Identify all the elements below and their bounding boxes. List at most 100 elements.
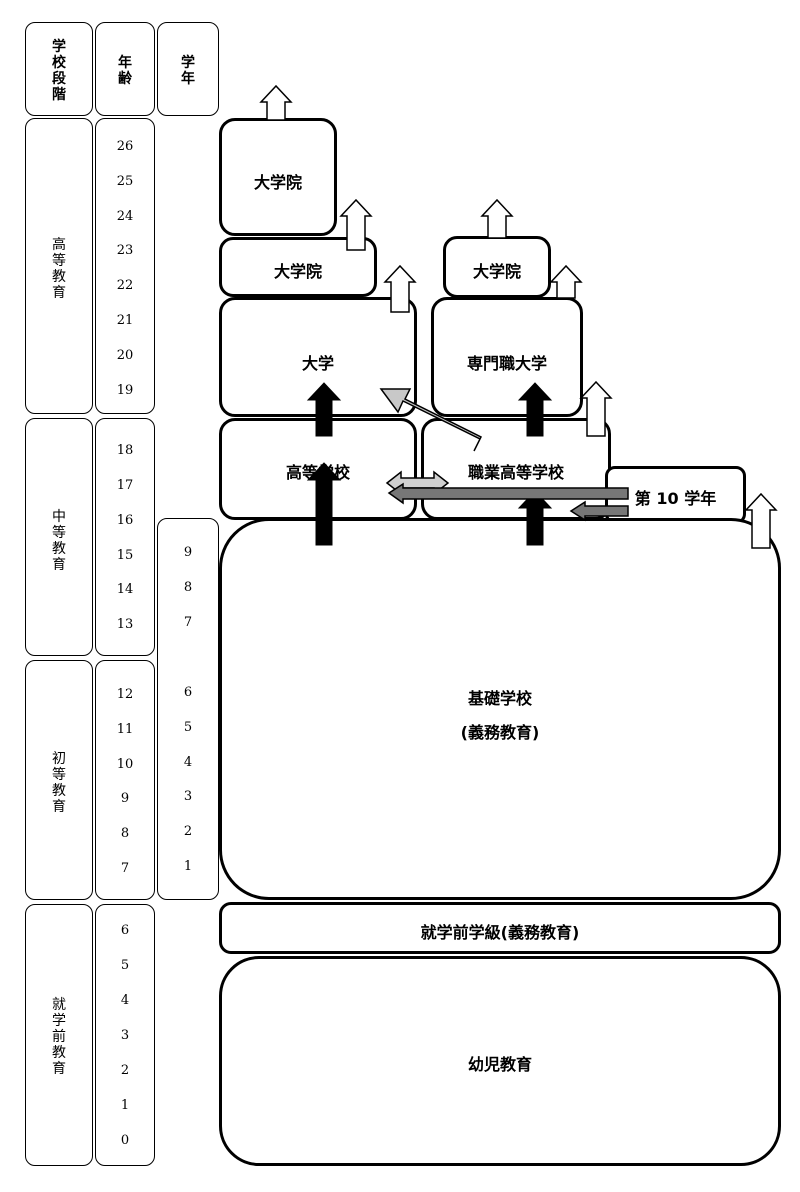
- header-char: 学: [52, 39, 66, 55]
- stage-char: 就: [52, 997, 66, 1013]
- stage-secondary-education: 中 等 教 育: [25, 418, 93, 656]
- stage-char: 学: [52, 1013, 66, 1029]
- age-value: 11: [116, 722, 134, 737]
- header-char: 段: [52, 71, 66, 87]
- age-value: 17: [116, 478, 134, 493]
- grade-value: 7: [183, 615, 193, 630]
- grade-value: 1: [183, 859, 193, 874]
- stage-char: 教: [52, 541, 66, 557]
- grade-10-label: 第 10 学年: [634, 489, 717, 508]
- age-value: 16: [116, 513, 134, 528]
- age-value: 13: [116, 617, 134, 632]
- stage-primary-education: 初 等 教 育: [25, 660, 93, 900]
- stage-char: 前: [52, 1029, 66, 1045]
- age-value: 10: [116, 757, 134, 772]
- age-value: 21: [116, 313, 134, 328]
- header-char: 階: [52, 87, 66, 103]
- stage-char: 教: [52, 269, 66, 285]
- age-value: 0: [120, 1133, 130, 1148]
- early-childhood-label: 幼児教育: [467, 1055, 532, 1074]
- age-value: 19: [116, 383, 134, 398]
- age-value: 20: [116, 348, 134, 363]
- header-grade: 学 年: [157, 22, 219, 116]
- ages-secondary: 18 17 16 15 14 13: [95, 418, 155, 656]
- professional-university-box: 専門職大学: [431, 297, 583, 417]
- up-arrow-icon: [339, 198, 373, 251]
- basic-school-box: 基礎学校 (義務教育): [219, 518, 781, 900]
- header-school-stage: 学 校 段 階: [25, 22, 93, 116]
- up-arrow-icon: [549, 264, 583, 299]
- stage-char: 初: [52, 751, 66, 767]
- up-arrow-icon: [480, 198, 514, 239]
- vocational-high-school-label: 職業高等学校: [467, 463, 564, 482]
- up-arrow-icon: [306, 382, 342, 437]
- grades-column: 9 8 7 6 5 4 3 2 1: [157, 518, 219, 900]
- up-arrow-icon: [579, 380, 613, 437]
- ages-higher: 26 25 24 23 22 21 20 19: [95, 118, 155, 414]
- stage-char: 育: [52, 799, 66, 815]
- age-value: 8: [120, 826, 130, 841]
- ages-preschool: 6 5 4 3 2 1 0: [95, 904, 155, 1166]
- stage-char: 高: [52, 237, 66, 253]
- age-value: 7: [120, 861, 130, 876]
- preschool-class-label: 就学前学級(義務教育): [420, 923, 580, 942]
- graduate-school-label: 大学院: [253, 173, 302, 192]
- grade-value: 6: [183, 685, 193, 700]
- grade-value: 4: [183, 755, 193, 770]
- age-value: 3: [120, 1028, 130, 1043]
- age-value: 18: [116, 443, 134, 458]
- header-char: 齢: [118, 71, 132, 87]
- diagonal-arrow-icon: [379, 388, 483, 452]
- grade-value: 9: [183, 545, 193, 560]
- left-arrow-icon: [569, 500, 629, 522]
- graduate-school-label: 大学院: [273, 262, 322, 281]
- graduate-school-label: 大学院: [472, 262, 521, 281]
- stage-char: 育: [52, 1061, 66, 1077]
- header-age: 年 齢: [95, 22, 155, 116]
- age-value: 6: [120, 923, 130, 938]
- grade-value: 8: [183, 580, 193, 595]
- age-value: 14: [116, 582, 134, 597]
- grade-value: 5: [183, 720, 193, 735]
- age-value: 5: [120, 958, 130, 973]
- age-value: 15: [116, 548, 134, 563]
- left-arrow-icon: [387, 482, 629, 505]
- header-char: 年: [118, 55, 132, 71]
- stage-char: 育: [52, 285, 66, 301]
- stage-char: 等: [52, 767, 66, 783]
- age-value: 4: [120, 993, 130, 1008]
- professional-university-label: 専門職大学: [466, 354, 547, 373]
- age-value: 25: [116, 174, 134, 189]
- header-char: 校: [52, 55, 66, 71]
- up-arrow-icon: [517, 382, 553, 437]
- stage-char: 中: [52, 509, 66, 525]
- up-arrow-icon: [306, 462, 342, 546]
- up-arrow-icon: [744, 492, 778, 549]
- age-value: 24: [116, 209, 134, 224]
- university-label: 大学: [301, 354, 334, 373]
- basic-school-label: 基礎学校: [467, 689, 532, 708]
- ages-primary: 12 11 10 9 8 7: [95, 660, 155, 900]
- up-arrow-icon: [383, 264, 417, 313]
- stage-char: 教: [52, 1045, 66, 1061]
- stage-higher-education: 高 等 教 育: [25, 118, 93, 414]
- age-value: 22: [116, 278, 134, 293]
- stage-char: 教: [52, 783, 66, 799]
- age-value: 12: [116, 687, 134, 702]
- age-value: 9: [120, 791, 130, 806]
- stage-char: 育: [52, 557, 66, 573]
- header-char: 学: [181, 55, 195, 71]
- age-value: 23: [116, 243, 134, 258]
- early-childhood-box: 幼児教育: [219, 956, 781, 1166]
- stage-char: 等: [52, 253, 66, 269]
- preschool-class-box: 就学前学級(義務教育): [219, 902, 781, 954]
- grade-value: 2: [183, 824, 193, 839]
- stage-char: 等: [52, 525, 66, 541]
- header-char: 年: [181, 71, 195, 87]
- age-value: 2: [120, 1063, 130, 1078]
- grade-value: 3: [183, 789, 193, 804]
- age-value: 1: [120, 1098, 130, 1113]
- stage-preschool-education: 就 学 前 教 育: [25, 904, 93, 1166]
- up-arrow-icon: [259, 84, 293, 121]
